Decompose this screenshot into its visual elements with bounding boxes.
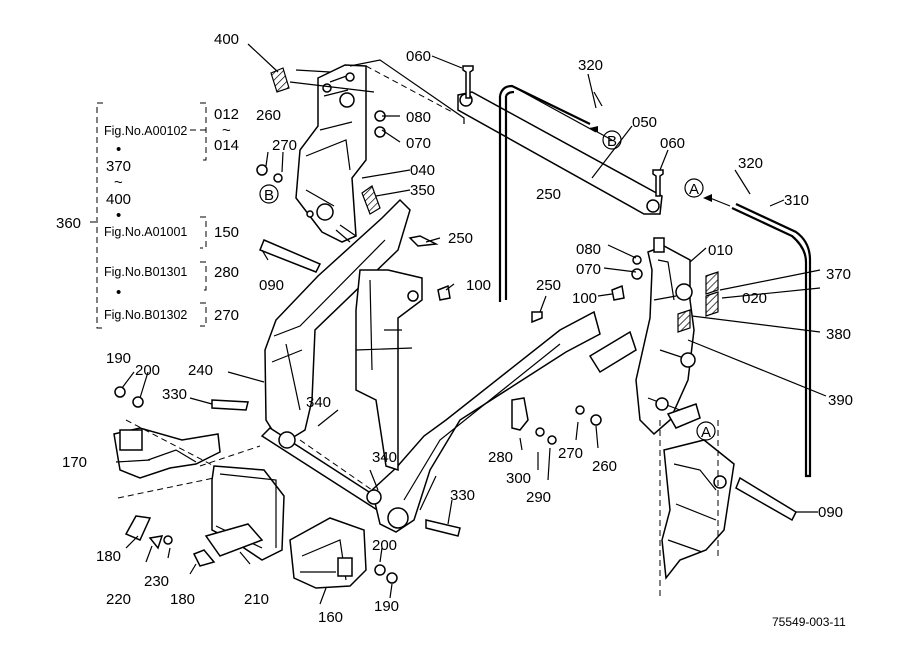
part-label-050: 050 [632, 114, 657, 131]
part-label-090-left: 090 [259, 277, 284, 294]
part-label-340-upper: 340 [306, 394, 331, 411]
part-label-290: 290 [526, 489, 551, 506]
top-cross-link [349, 59, 663, 215]
rod-310-frame [731, 203, 812, 478]
marker-b-left: B [259, 184, 279, 204]
ref-bullet-3: • [116, 284, 121, 301]
right-pad-380 [677, 309, 691, 333]
bolts-and-pins [114, 65, 797, 584]
part-label-040: 040 [410, 162, 435, 179]
part-label-060-top: 060 [406, 48, 431, 65]
part-label-070-right: 070 [576, 261, 601, 278]
part-label-280: 280 [488, 449, 513, 466]
ref-item-400: 400 [106, 191, 131, 208]
part-label-370: 370 [826, 266, 851, 283]
part-label-340-lower: 340 [372, 449, 397, 466]
part-label-180-right: 180 [170, 591, 195, 608]
ref-bullet-2: • [116, 207, 121, 224]
left-pad-350 [361, 185, 381, 215]
part-label-080-right: 080 [576, 241, 601, 258]
ref-fig-a00102: Fig.No.A00102 [104, 124, 187, 138]
part-label-220: 220 [106, 591, 131, 608]
part-label-010: 010 [708, 242, 733, 259]
part-label-250-mid: 250 [536, 186, 561, 203]
part-label-330-left: 330 [162, 386, 187, 403]
part-label-300: 300 [506, 470, 531, 487]
part-label-250-upper: 250 [448, 230, 473, 247]
part-label-350: 350 [410, 182, 435, 199]
part-label-270-upper: 270 [272, 137, 297, 154]
part-label-180-left: 180 [96, 548, 121, 565]
ref-group-number: 360 [56, 215, 81, 232]
marker-a-top: A [684, 178, 704, 198]
ref-fig-b01301: Fig.No.B01301 [104, 265, 187, 279]
reference-group: 360 Fig.No.A00102 012 ~ 014 • 370 ~ 400 … [56, 102, 239, 329]
right-pad-020 [705, 291, 719, 317]
center-mast-bracket [355, 269, 423, 472]
ref-item-270: 270 [214, 307, 239, 324]
part-label-260-upper: 260 [256, 107, 281, 124]
marker-b-top-label: B [607, 133, 617, 150]
part-label-250-lower: 250 [536, 277, 561, 294]
part-label-200-lower: 200 [372, 537, 397, 554]
part-label-020: 020 [742, 290, 767, 307]
marker-a-top-label: A [689, 181, 699, 198]
marker-b-left-label: B [264, 187, 274, 204]
ref-tilde: ~ [114, 174, 123, 191]
part-label-330-right: 330 [450, 487, 475, 504]
ref-fig-b01302: Fig.No.B01302 [104, 308, 187, 322]
part-label-210: 210 [244, 591, 269, 608]
ref-range-separator: ~ [222, 122, 231, 139]
part-label-170: 170 [62, 454, 87, 471]
part-label-400: 400 [214, 31, 239, 48]
marker-a-lower: A [696, 421, 716, 441]
right-pad-370 [705, 271, 719, 295]
left-pad-400 [270, 67, 290, 93]
part-label-080-upper: 080 [406, 109, 431, 126]
main-lift-arm [260, 198, 601, 533]
marker-a-lower-label: A [701, 424, 711, 441]
part-label-320-top: 320 [578, 57, 603, 74]
part-label-100-left: 100 [466, 277, 491, 294]
rod-250-vertical [498, 84, 597, 302]
left-mast-bracket [295, 64, 367, 243]
ref-bullet-1: • [116, 141, 121, 158]
leader-lines [115, 43, 827, 605]
ref-range-end: 014 [214, 137, 239, 154]
part-label-100-right: 100 [572, 290, 597, 307]
part-label-190-left: 190 [106, 350, 131, 367]
right-lower-bracket [659, 420, 735, 600]
marker-b-top: B [602, 130, 622, 150]
ref-range-start: 012 [214, 106, 239, 123]
part-label-320-right: 320 [738, 155, 763, 172]
part-label-380: 380 [826, 326, 851, 343]
part-label-190-lower: 190 [374, 598, 399, 615]
ref-item-370: 370 [106, 158, 131, 175]
part-label-090-right: 090 [818, 504, 843, 521]
drawing-number: 75549-003-11 [772, 615, 846, 629]
left-foot-170 [113, 427, 221, 479]
part-label-060-right: 060 [660, 135, 685, 152]
ref-item-280: 280 [214, 264, 239, 281]
part-label-260-lower: 260 [592, 458, 617, 475]
part-labels: 400 060 320 260 080 050 270 070 060 040 … [62, 31, 853, 626]
part-label-070-upper: 070 [406, 135, 431, 152]
ref-fig-a01001: Fig.No.A01001 [104, 225, 187, 239]
part-label-390: 390 [828, 392, 853, 409]
part-label-310: 310 [784, 192, 809, 209]
right-mast-bracket [635, 237, 701, 436]
lower-mount-bracket-210 [204, 465, 285, 561]
part-label-200-left: 200 [135, 362, 160, 379]
part-label-160: 160 [318, 609, 343, 626]
part-label-270-lower: 270 [558, 445, 583, 462]
ref-item-150: 150 [214, 224, 239, 241]
part-label-230: 230 [144, 573, 169, 590]
center-plate [511, 330, 637, 431]
part-label-240: 240 [188, 362, 213, 379]
right-foot-160 [289, 517, 367, 589]
